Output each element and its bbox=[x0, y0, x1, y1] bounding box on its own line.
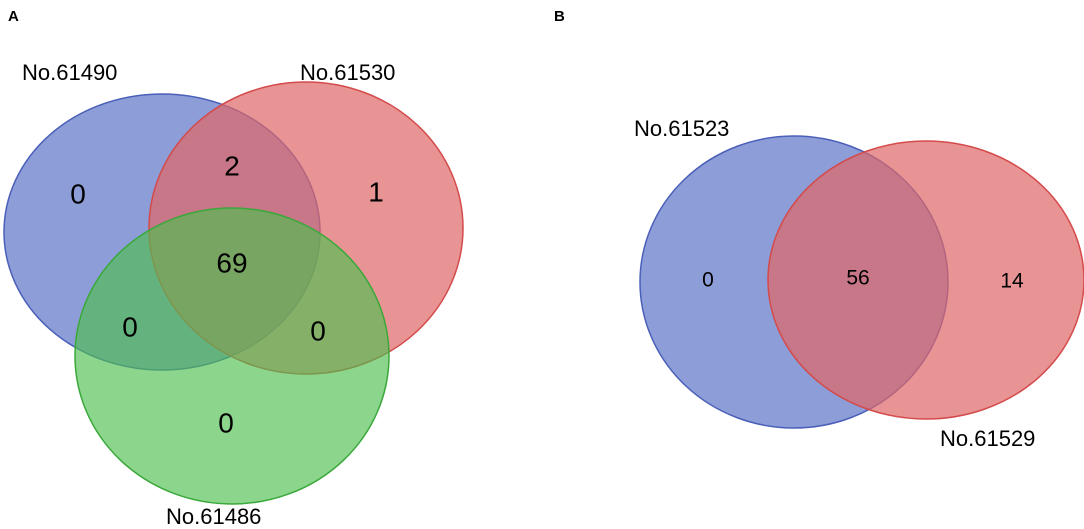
count-only-61529: 14 bbox=[1000, 270, 1024, 293]
set-61529-ellipse bbox=[767, 140, 1084, 420]
count-only-61530: 1 bbox=[368, 176, 384, 207]
count-61490-61486: 0 bbox=[122, 311, 138, 342]
panel-b-letter: B bbox=[554, 8, 565, 25]
count-only-61486: 0 bbox=[218, 407, 234, 438]
count-only-61490: 0 bbox=[70, 178, 86, 209]
count-61490-61530: 2 bbox=[224, 150, 240, 181]
count-only-61523: 0 bbox=[702, 269, 714, 292]
count-61523-61529: 56 bbox=[846, 267, 869, 290]
count-61530-61486: 0 bbox=[310, 315, 326, 346]
panel-a-letter: A bbox=[8, 8, 19, 25]
set-label-61486: No.61486 bbox=[166, 504, 261, 529]
count-all-three: 69 bbox=[216, 247, 247, 278]
set-label-61530: No.61530 bbox=[300, 60, 395, 85]
set-label-61490: No.61490 bbox=[22, 60, 117, 85]
set-label-61523: No.61523 bbox=[634, 116, 729, 141]
set-label-61529: No.61529 bbox=[940, 426, 1035, 451]
set-61486-ellipse bbox=[74, 207, 390, 505]
